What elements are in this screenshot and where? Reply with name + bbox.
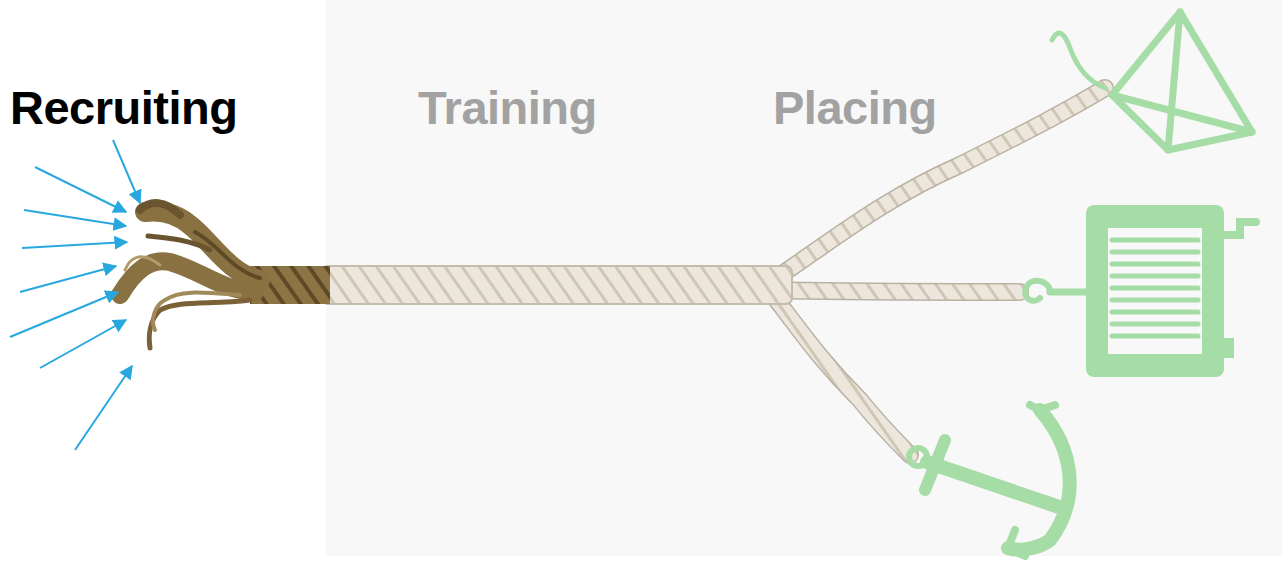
rope-strands [770, 88, 1105, 455]
frayed-end [120, 203, 330, 348]
rope-body [322, 266, 792, 304]
stage-label-active: Recruiting [10, 84, 237, 131]
stage-label: Placing [773, 84, 937, 131]
anchor-symbol [909, 405, 1070, 556]
input-arrows [10, 140, 140, 450]
winch-symbol [1025, 205, 1256, 377]
stage-label: Training [418, 84, 597, 131]
kite-symbol [1052, 12, 1252, 150]
